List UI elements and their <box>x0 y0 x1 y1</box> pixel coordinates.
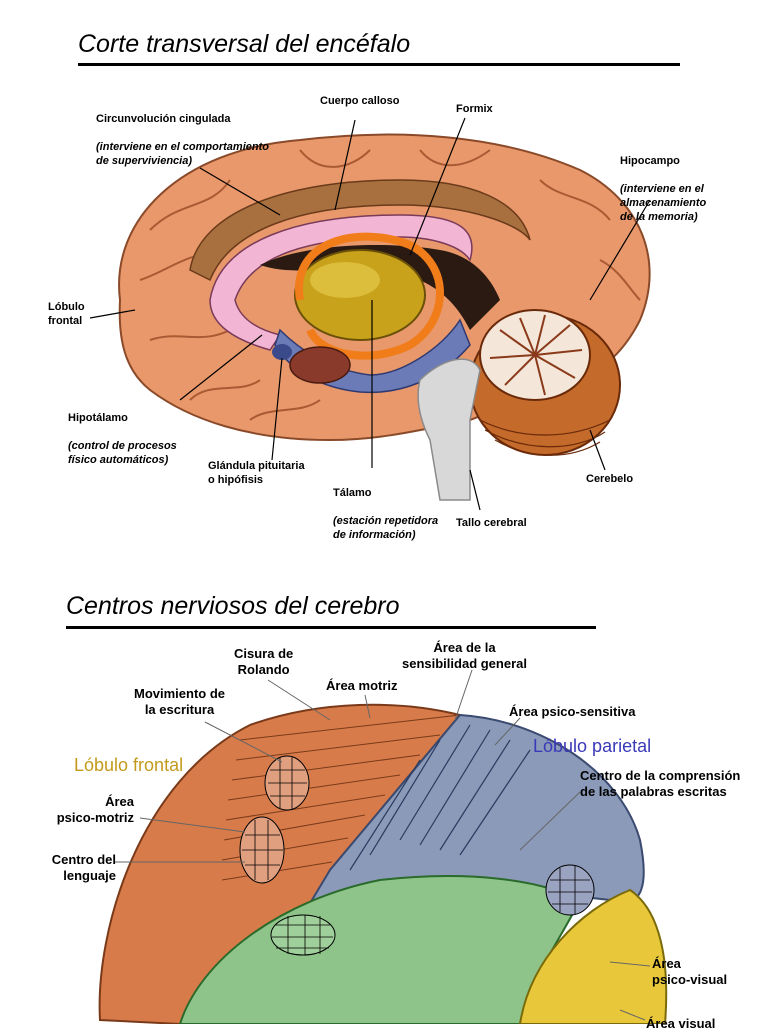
label-area-sensibilidad: Área de la sensibilidad general <box>402 640 527 671</box>
pituitary-gland <box>272 344 292 360</box>
comprehension-center <box>545 864 595 916</box>
label-hipotalamo-title: Hipotálamo <box>68 412 128 424</box>
label-area-visual: Área visual <box>646 1016 716 1031</box>
occipital-lobe <box>518 888 668 1024</box>
section1-title: Corte transversal del encéfalo <box>78 30 411 58</box>
label-talamo-title: Tálamo <box>333 487 372 499</box>
brain-lateral-illustration <box>98 669 668 1024</box>
leader-lines-2 <box>115 669 651 1021</box>
label-hipocampo: Hipocampo (interviene en el almacenamien… <box>620 140 706 224</box>
label-formix: Formix <box>456 103 493 115</box>
label-area-psico-visual: Área psico-visual <box>652 956 728 987</box>
brainstem <box>417 358 481 501</box>
label-centro-comprension: Centro de la comprensión de las palabras… <box>580 768 741 799</box>
label-circunvolucion-note: (interviene en el comportamiento de supe… <box>96 141 269 167</box>
cross-hatch-lines <box>242 757 592 955</box>
label-area-psico-sensitiva: Área psico-sensitiva <box>509 704 636 719</box>
label-cisura-rolando: Cisura de Rolando <box>234 646 294 677</box>
label-circunvolucion-title: Circunvolución cingulada <box>96 113 231 125</box>
sensory-hatching <box>349 724 531 871</box>
label-talamo-note: (estación repetidora de información) <box>333 515 439 541</box>
fornix <box>295 232 444 360</box>
brain-sagittal-illustration <box>89 117 651 511</box>
label-area-motriz: Área motriz <box>326 678 398 693</box>
label-centro-lenguaje: Centro del lenguaje <box>51 852 116 883</box>
label-talamo: Tálamo (estación repetidora de informaci… <box>333 472 438 542</box>
label-glandula: Glándula pituitaria o hipófisis <box>208 460 305 486</box>
section1-title-underline <box>78 63 680 66</box>
label-circunvolucion: Circunvolución cingulada (interviene en … <box>96 98 269 168</box>
mammillary-body <box>289 346 351 384</box>
cingulate-gyrus <box>189 179 531 282</box>
label-cerebelo: Cerebelo <box>586 473 634 485</box>
section2-title: Centros nerviosos del cerebro <box>66 592 400 620</box>
section2-title-underline <box>66 626 596 629</box>
label-hipotalamo: Hipotálamo (control de procesos físico a… <box>68 397 177 467</box>
label-area-psico-motriz: Área psico-motriz <box>56 794 134 825</box>
label-lobulo-frontal-2: Lóbulo frontal <box>74 755 184 775</box>
label-tallo: Tallo cerebral <box>456 517 527 529</box>
motor-hatching <box>221 714 461 881</box>
language-hatch-temporal <box>270 914 336 956</box>
label-cuerpo-calloso: Cuerpo calloso <box>320 95 400 107</box>
label-lobulo-frontal: Lóbulo frontal <box>48 301 85 327</box>
cerebellum <box>469 309 621 456</box>
leader-lines <box>89 117 651 511</box>
label-lobulo-parietal: Lóbulo parietal <box>533 736 652 756</box>
label-hipocampo-title: Hipocampo <box>620 155 680 167</box>
label-movimiento-escritura: Movimiento de la escritura <box>134 686 226 717</box>
label-hipotalamo-note: (control de procesos físico automáticos) <box>68 440 177 466</box>
label-hipocampo-note: (interviene en el almacenamiento de la m… <box>620 183 707 223</box>
